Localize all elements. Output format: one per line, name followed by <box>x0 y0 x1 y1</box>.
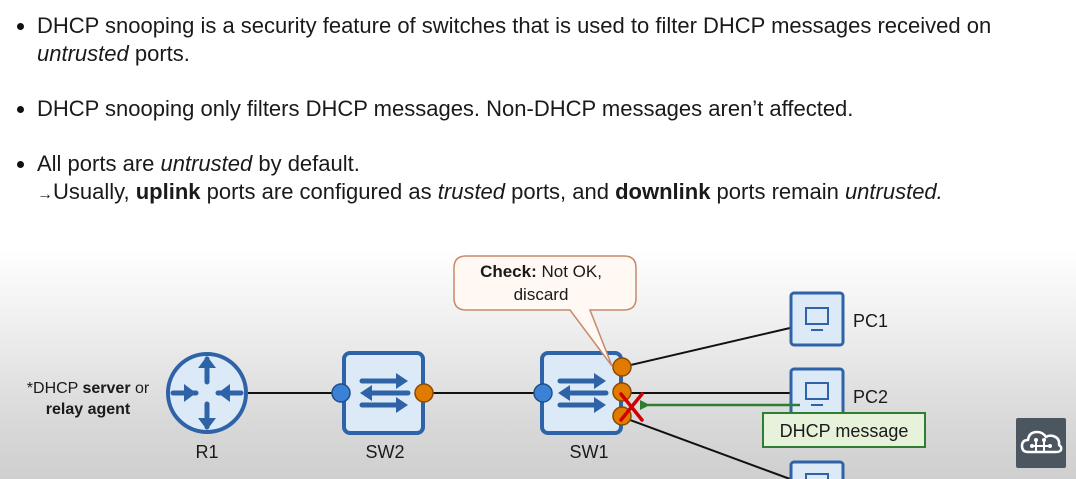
bullet-1-text-a: DHCP snooping is a security feature of s… <box>37 13 992 38</box>
cloud-network-icon <box>1020 430 1063 454</box>
pc-pc3[interactable] <box>789 460 845 479</box>
label-pc2: PC2 <box>853 387 888 407</box>
sub-text-3: ports, and <box>505 179 616 204</box>
sub-text-1: Usually, <box>53 179 136 204</box>
monitor-icon <box>805 382 829 406</box>
server-note-line-2: relay agent <box>46 401 131 418</box>
sub-text-2: ports are configured as <box>200 179 438 204</box>
port-sw1-trusted[interactable] <box>533 383 553 403</box>
dhcp-message-label: DHCP message <box>762 412 926 448</box>
bullet-untrusted-default: All ports are untrusted by default. →Usu… <box>14 150 1074 209</box>
port-sw1-untrusted-pc2[interactable] <box>612 382 632 402</box>
switch-sw1[interactable] <box>540 351 623 435</box>
monitor-icon <box>805 473 829 479</box>
callout-line-1: Check: Not OK, <box>480 262 602 281</box>
sub-text-4: ports remain <box>710 179 845 204</box>
channel-logo[interactable] <box>1016 418 1066 468</box>
switch-arrows-icon <box>557 378 609 408</box>
server-note-line-1: *DHCP server or <box>27 380 150 397</box>
bullet-dhcp-snooping-definition: DHCP snooping is a security feature of s… <box>14 12 1074 68</box>
monitor-icon <box>805 307 829 331</box>
link-sw1-pc1 <box>621 327 791 368</box>
label-r1: R1 <box>195 442 218 462</box>
bullet-3-untrusted: untrusted <box>160 151 253 176</box>
bullet-filters-only-dhcp: DHCP snooping only filters DHCP messages… <box>14 95 1074 123</box>
port-sw1-untrusted-pc1[interactable] <box>612 357 632 377</box>
label-pc1: PC1 <box>853 311 888 331</box>
switch-sw2[interactable] <box>342 351 425 435</box>
bullet-1-untrusted: untrusted <box>37 41 129 66</box>
check-callout: Check: Not OK, discard <box>453 255 637 367</box>
bullet-3-text-a: All ports are <box>37 151 161 176</box>
sub-trusted: trusted <box>437 179 506 204</box>
bullet-2-text: DHCP snooping only filters DHCP messages… <box>37 96 854 121</box>
dhcp-message-text: DHCP message <box>780 421 909 441</box>
bullet-3-text-b: by default. <box>252 151 360 176</box>
sub-untrusted: untrusted. <box>844 179 943 204</box>
discard-cross-icon <box>619 392 644 422</box>
link-sw1-pc3 <box>621 416 791 479</box>
arrow-right-icon: → <box>37 186 53 203</box>
pc-pc1[interactable] <box>789 291 845 347</box>
label-sw1: SW1 <box>569 442 608 462</box>
bullet-1-text-b: ports. <box>128 41 190 66</box>
router-r1[interactable] <box>166 352 248 434</box>
label-sw2: SW2 <box>365 442 404 462</box>
switch-arrows-icon <box>359 378 411 408</box>
bullet-list: DHCP snooping is a security feature of s… <box>14 12 1074 209</box>
sub-bullet-uplink-downlink: →Usually, uplink ports are configured as… <box>37 178 1074 209</box>
sub-downlink: downlink <box>615 179 711 204</box>
port-sw2-untrusted[interactable] <box>414 383 434 403</box>
callout-line-2: discard <box>514 285 569 304</box>
sub-uplink: uplink <box>135 179 201 204</box>
port-sw2-trusted[interactable] <box>331 383 351 403</box>
pc-pc2[interactable] <box>789 367 845 423</box>
